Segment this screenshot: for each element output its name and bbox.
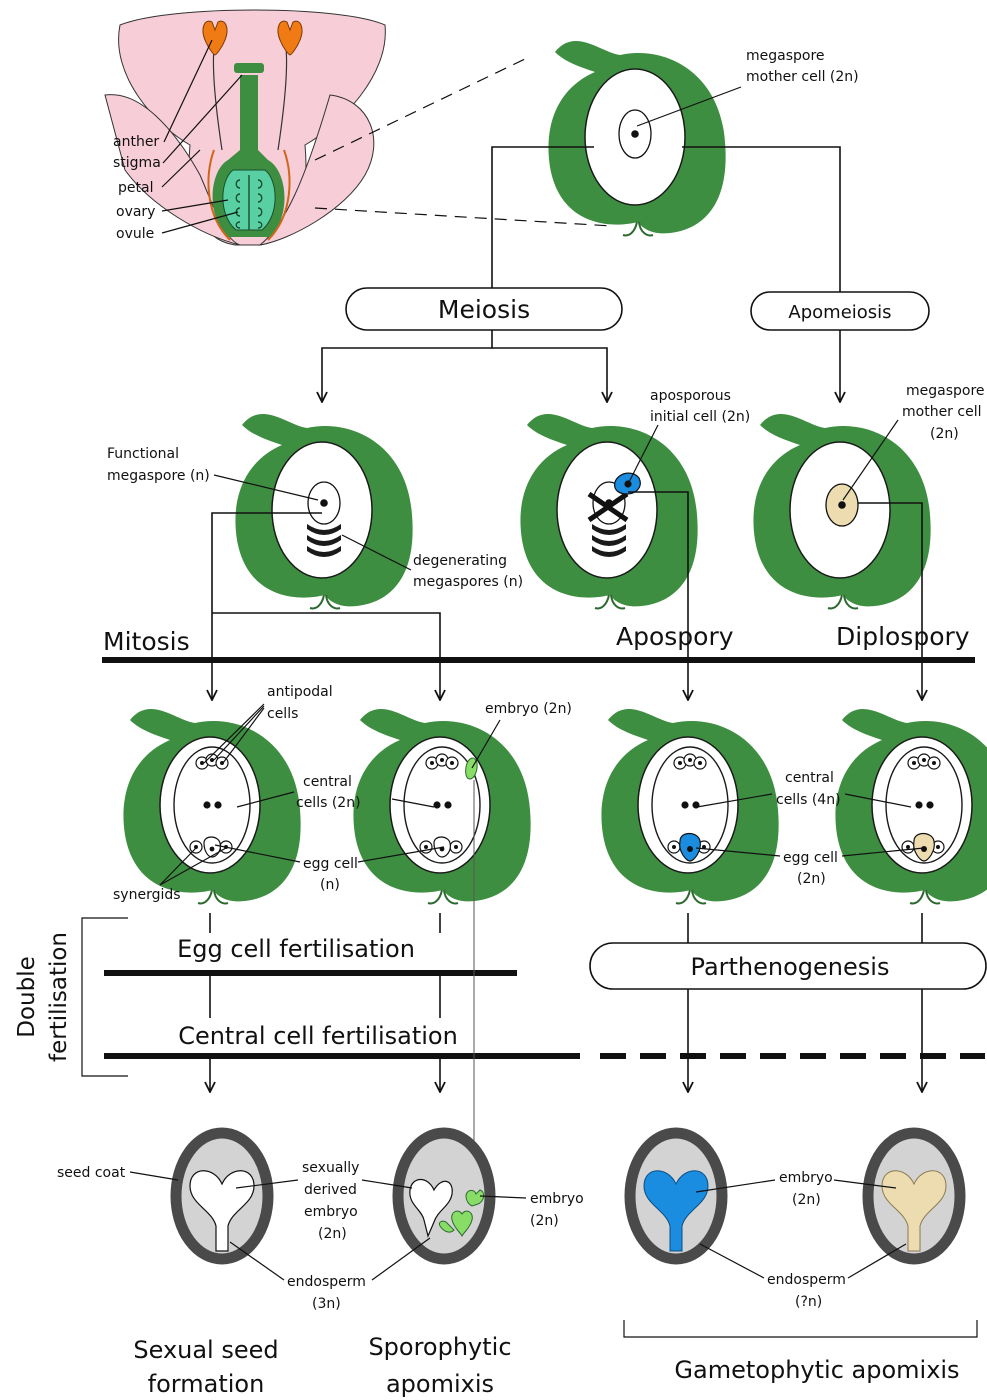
egg-n-label-1: egg cell [303, 856, 358, 872]
flower-label-petal: petal [118, 180, 153, 196]
flower-label-anther: anther [113, 134, 159, 150]
degenerating-label-1: degenerating [413, 553, 507, 569]
embryo-sporo-label-1: embryo [530, 1191, 584, 1207]
sexual-embryo-label-1: sexually [302, 1160, 359, 1176]
central-4n-label-2: cells (4n) [776, 792, 841, 808]
sexual-embryo-label-4: (2n) [318, 1226, 347, 1242]
diplospory-label: Diplospory [836, 622, 970, 651]
aposporous-label-1: aposporous [650, 388, 731, 404]
functional-megaspore-label-2: megaspore (n) [107, 468, 210, 484]
antipodal-label-1: antipodal [267, 684, 333, 700]
apospory-seed [630, 1133, 722, 1259]
flower-illustration [104, 9, 386, 246]
diplosporous-ovule [752, 412, 932, 610]
egg-fertilisation-label: Egg cell fertilisation [177, 935, 415, 963]
outcome-sexual-1: Sexual seed [133, 1336, 278, 1364]
central-fertilisation-label: Central cell fertilisation [178, 1022, 458, 1050]
seed-coat-label: seed coat [57, 1165, 126, 1181]
egg-2n-label-1: egg cell [783, 850, 838, 866]
parthenogenesis-label: Parthenogenesis [691, 953, 890, 981]
synergids-label: synergids [113, 887, 181, 903]
aposporous-label-2: initial cell (2n) [650, 409, 750, 425]
functional-megaspore-label-1: Functional [107, 446, 179, 462]
outcome-sexual-2: formation [148, 1370, 265, 1398]
row2-mmc-label-3: (2n) [930, 426, 959, 442]
apospory-label: Apospory [616, 622, 734, 651]
meiosis-label: Meiosis [438, 295, 530, 324]
sexual-embryo-label-2: derived [304, 1182, 357, 1198]
sporophytic-embryo-sac [352, 707, 532, 905]
degenerating-label-2: megaspores (n) [413, 574, 523, 590]
central-2n-label-2: cells (2n) [296, 795, 361, 811]
endosperm-q-label-2: (?n) [795, 1294, 822, 1310]
outcome-gametophytic: Gametophytic apomixis [674, 1356, 959, 1384]
endosperm-3n-label-2: (3n) [312, 1296, 341, 1312]
flower-label-ovule: ovule [116, 226, 154, 242]
double-label-2: fertilisation [46, 932, 72, 1062]
flower-label-ovary: ovary [116, 204, 155, 220]
embryo-game-label-1: embryo [779, 1170, 833, 1186]
endosperm-3n-label-1: endosperm [287, 1274, 366, 1290]
embryo-2n-label: embryo (2n) [485, 701, 572, 717]
endosperm-q-label-1: endosperm [767, 1272, 846, 1288]
egg-2n-label-2: (2n) [797, 871, 826, 887]
flower-labels: anther stigma petal ovary ovule [113, 134, 161, 242]
central-2n-label-1: central [303, 774, 352, 790]
central-4n-label-1: central [785, 770, 834, 786]
antipodal-label-2: cells [267, 706, 298, 722]
row2-mmc-label-2: mother cell [902, 404, 981, 420]
egg-n-label-2: (n) [320, 877, 340, 893]
diplospory-seed [868, 1133, 960, 1259]
apomeiosis-label: Apomeiosis [788, 302, 891, 323]
sexual-embryo-sac [122, 707, 302, 905]
aposporous-ovule [519, 412, 699, 610]
sporophytic-seed [398, 1133, 490, 1259]
outcome-sporophytic-1: Sporophytic [368, 1333, 511, 1361]
functional-megaspore-ovule [234, 412, 414, 610]
embryo-sporo-label-2: (2n) [530, 1213, 559, 1229]
top-ovule [547, 39, 727, 237]
row2-mmc-label-1: megaspore [906, 383, 985, 399]
outcome-sporophytic-2: apomixis [386, 1370, 494, 1398]
sexual-seed [176, 1133, 268, 1259]
top-mmc-label-1: megaspore [746, 48, 825, 64]
top-mmc-label-2: mother cell (2n) [746, 69, 859, 85]
flower-label-stigma: stigma [113, 155, 161, 171]
sexual-embryo-label-3: embryo [304, 1204, 358, 1220]
double-label-1: Double [14, 956, 40, 1038]
apospory-embryo-sac [600, 707, 780, 905]
diplospory-embryo-sac [834, 707, 987, 905]
mitosis-label: Mitosis [103, 627, 190, 656]
embryo-game-label-2: (2n) [792, 1192, 821, 1208]
